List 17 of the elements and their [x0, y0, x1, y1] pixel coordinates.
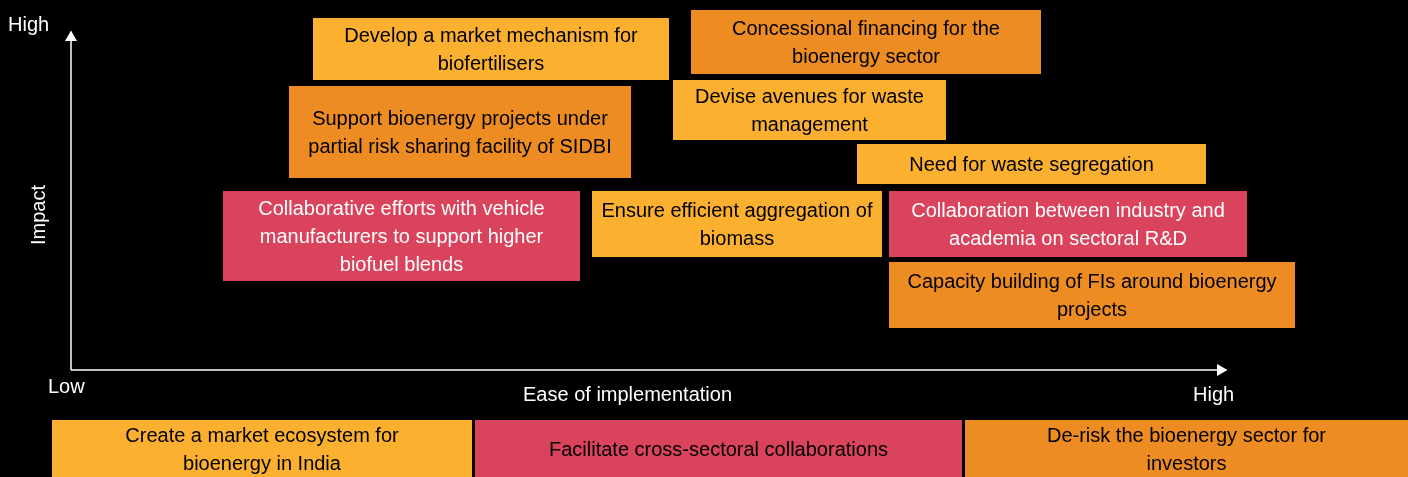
- action-box: Collaboration between industry and academia on sectoral R&D: [889, 191, 1247, 257]
- action-box: Collaborative efforts with vehicle manufacturers to support higher biofuel blends: [223, 191, 580, 281]
- axis-label: Low: [48, 374, 85, 398]
- axis-label: High: [1193, 382, 1235, 406]
- action-box: Need for waste segregation: [857, 144, 1206, 184]
- legend-swatch: De-risk the bioenergy sector for investors: [965, 420, 1408, 477]
- legend-swatch: Create a market ecosystem for bioenergy in India: [52, 420, 472, 477]
- action-box: Ensure efficient aggregation of biomass: [592, 191, 882, 257]
- axis-label: High: [8, 12, 50, 36]
- axis-title: Impact: [26, 185, 50, 245]
- action-box: Devise avenues for waste management: [673, 80, 946, 140]
- action-box: Concessional financing for the bioenergy sector: [691, 10, 1041, 74]
- axis-title: Ease of implementation: [523, 382, 732, 406]
- legend-swatch: Facilitate cross-sectoral collaborations: [475, 420, 962, 477]
- action-box: Develop a market mechanism for biofertilisers: [313, 18, 669, 80]
- action-box: Capacity building of FIs around bioenergy projects: [889, 262, 1295, 328]
- action-box: Support bioenergy projects under partial risk sharing facility of SIDBI: [289, 86, 631, 178]
